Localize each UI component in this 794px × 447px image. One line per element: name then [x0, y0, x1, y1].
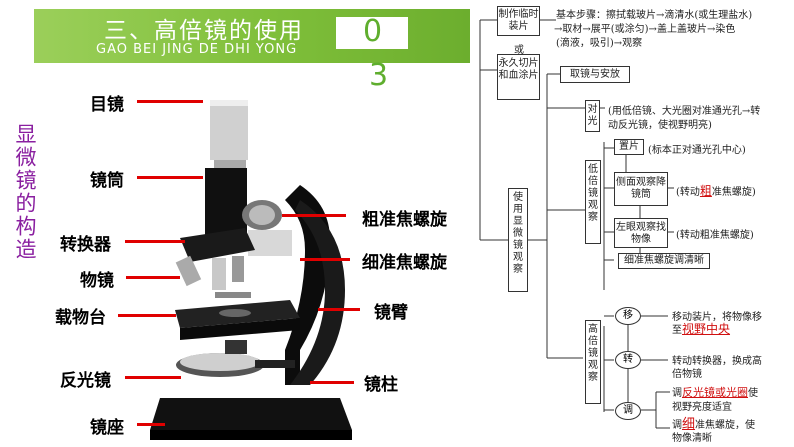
adjust-desc-4: 物像清晰: [672, 433, 712, 444]
pointer-line: [318, 308, 360, 311]
pointer-line: [310, 381, 354, 384]
pointer-line: [137, 176, 203, 179]
turn-desc-2: 倍物镜: [672, 369, 702, 380]
coarse-instruction: (转动粗准焦螺旋): [676, 184, 756, 198]
pointer-line: [137, 100, 203, 103]
step-move: 移: [615, 307, 641, 325]
pointer-line: [125, 240, 185, 243]
align-desc-1: (用低倍镜、大光圈对准通光孔→转: [608, 106, 761, 117]
turn-desc-1: 转动转换器，换成高: [672, 356, 762, 367]
part-label-stage: 载物台: [55, 308, 106, 328]
side-title: 显微镜的构造: [13, 123, 37, 261]
move-desc-1: 移动装片，将物像移: [672, 312, 762, 323]
box-fine-focus: 细准焦螺旋调清晰: [618, 253, 710, 269]
part-label-base: 镜座: [90, 418, 124, 438]
pointer-line: [300, 258, 350, 261]
or-label: 或: [514, 45, 524, 56]
pointer-line: [125, 376, 181, 379]
box-temp-slide: 制作临时装片: [497, 6, 540, 36]
section-title: 三、高倍镜的使用: [104, 18, 304, 44]
box-use-microscope: 使用显微镜观察: [508, 188, 528, 292]
box-side-view: 侧面观察降镜筒: [614, 172, 668, 206]
step-turn: 转: [615, 351, 641, 369]
pointer-line: [282, 214, 346, 217]
box-align-light: 对光: [585, 100, 600, 132]
part-label-coarse-knob: 粗准焦螺旋: [362, 210, 447, 230]
part-label-fine-knob: 细准焦螺旋: [362, 253, 447, 273]
box-place-slide: 置片: [614, 139, 644, 155]
step-adjust: 调: [615, 402, 641, 420]
box-high-power: 高倍镜观察: [585, 320, 601, 404]
box-take-place: 取镜与安放: [560, 66, 630, 83]
pointer-line: [137, 423, 165, 426]
part-label-mirror: 反光镜: [60, 371, 111, 391]
coarse-instruction-2: (转动粗准焦螺旋): [676, 230, 754, 241]
box-low-power: 低倍镜观察: [585, 160, 601, 244]
move-desc-2: 至视野中央: [672, 322, 731, 336]
step-text-2: →取材→展平(或涂匀)→盖上盖玻片→染色: [554, 24, 736, 35]
part-label-nosepiece: 转换器: [60, 235, 111, 255]
number-box: [336, 17, 408, 49]
adjust-desc-3: 调细准焦螺旋，使: [672, 417, 756, 432]
place-desc: (标本正对通光孔中心): [648, 145, 746, 156]
step-text-3: (滴液，吸引)→观察: [556, 38, 643, 49]
section-number-bottom: 3: [369, 58, 389, 93]
box-left-eye: 左眼观察找物像: [614, 218, 668, 248]
part-label-eyepiece: 目镜: [90, 95, 124, 115]
part-label-pillar: 镜柱: [364, 375, 398, 395]
part-label-tube: 镜筒: [90, 171, 124, 191]
box-permanent-slide: 永久切片和血涂片: [497, 54, 540, 100]
pointer-line: [118, 314, 176, 317]
section-number-top: 0: [363, 14, 383, 49]
adjust-desc-2: 视野亮度适宜: [672, 402, 732, 413]
section-subtitle: GAO BEI JING DE DHI YONG: [96, 42, 298, 57]
step-text-1: 基本步骤：擦拭载玻片→滴清水(或生理盐水): [556, 10, 753, 21]
part-label-objective: 物镜: [80, 271, 114, 291]
align-desc-2: 动反光镜，使视野明亮): [608, 120, 712, 131]
part-label-arm: 镜臂: [374, 303, 408, 323]
adjust-desc-1: 调反光镜或光圈使: [672, 386, 758, 399]
pointer-line: [126, 276, 180, 279]
